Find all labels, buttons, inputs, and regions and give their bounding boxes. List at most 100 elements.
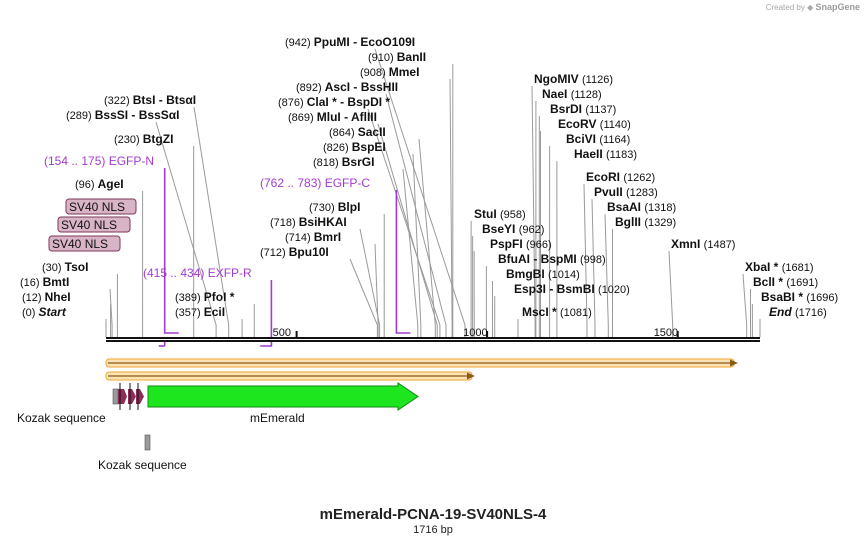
site-label-19[interactable]: (892) AscI - BssHII [296, 80, 398, 94]
site-label-28-part-b: (1020) [598, 284, 630, 296]
site-label-43[interactable]: BsaBI * (1696) [761, 290, 838, 304]
sv40-nls-arrow-2[interactable] [128, 389, 136, 404]
site-leader-line-36 [583, 183, 588, 337]
site-leader-line-38 [604, 213, 609, 337]
site-label-41-part-b: (1681) [782, 262, 814, 274]
site-label-13[interactable]: (730) BlpI [309, 200, 360, 214]
site-label-14-part-a: (818) [313, 157, 342, 169]
site-label-39-part-a: BglII [615, 215, 644, 229]
site-leader-line-15 [412, 153, 422, 337]
site-label-33-part-b: (1140) [600, 119, 631, 131]
site-label-25[interactable]: PspFI (966) [490, 237, 552, 251]
site-label-21[interactable]: (910) BanII [368, 50, 426, 64]
primer-range-2: (762 .. 783) [260, 176, 325, 190]
site-label-44[interactable]: End (1716) [769, 305, 827, 319]
site-label-23[interactable]: StuI (958) [474, 207, 526, 221]
site-label-16[interactable]: (864) SacII [329, 125, 386, 139]
site-label-36-part-b: (1262) [623, 172, 655, 184]
site-leader-line-17 [377, 123, 438, 337]
site-label-37[interactable]: PvuII (1283) [594, 185, 658, 199]
site-label-0[interactable]: (0) Start [22, 305, 67, 319]
site-label-25-part-b: (966) [526, 239, 552, 251]
site-label-19-part-a: (892) [296, 82, 325, 94]
site-label-31-part-b: (1128) [571, 89, 602, 101]
mEmerald-label: mEmerald [250, 411, 305, 425]
site-label-8[interactable]: (357) EciI [175, 305, 225, 319]
site-label-37-part-b: (1283) [626, 187, 658, 199]
site-leader-line-10 [349, 258, 378, 337]
site-label-36[interactable]: EcoRI (1262) [586, 170, 655, 184]
site-label-7[interactable]: (322) BtsI - BtsαI [104, 93, 196, 107]
site-label-39[interactable]: BglII (1329) [615, 215, 676, 229]
site-label-1[interactable]: (12) NheI [22, 290, 71, 304]
site-label-37-part-a: PvuII [594, 185, 626, 199]
site-label-33[interactable]: EcoRV (1140) [558, 117, 631, 131]
site-label-3-part-a: (30) [42, 262, 65, 274]
site-label-17[interactable]: (869) MluI - AflIII [288, 110, 377, 124]
site-label-16-part-a: (864) [329, 127, 358, 139]
sv40-nls-tag-2[interactable] [48, 235, 121, 252]
sv40-nls-tag-1[interactable] [57, 216, 131, 233]
site-label-22[interactable]: (942) PpuMI - EcoO109I [285, 35, 415, 49]
site-label-15[interactable]: (826) BspEI [323, 140, 386, 154]
site-leader-line-16 [418, 138, 436, 337]
site-label-2-part-b: BmtI [43, 275, 70, 289]
site-label-42[interactable]: BclI * (1691) [753, 275, 818, 289]
site-label-28[interactable]: Esp3I - BsmBI (1020) [514, 282, 630, 296]
site-label-30[interactable]: NgoMIV (1126) [534, 72, 613, 86]
site-label-22-part-b: PpuMI - EcoO109I [314, 35, 415, 49]
kozak-sequence-box-2[interactable] [144, 434, 151, 451]
site-label-8-part-a: (357) [175, 307, 204, 319]
primer-range-1: (415 .. 434) [143, 266, 208, 280]
primers: (154 .. 175) EGFP-N (415 .. 434) EXFP-R (7… [44, 154, 411, 347]
site-label-41[interactable]: XbaI * (1681) [745, 260, 813, 274]
primer-label-1[interactable]: (415 .. 434) EXFP-R [143, 266, 252, 280]
site-label-5[interactable]: (230) BtgZI [114, 132, 173, 146]
site-label-18[interactable]: (876) ClaI * - BspDI * [278, 95, 390, 109]
site-label-31[interactable]: NaeI (1128) [542, 87, 602, 101]
primer-mark-1 [260, 280, 273, 347]
primer-label-2[interactable]: (762 .. 783) EGFP-C [260, 176, 370, 190]
site-label-14[interactable]: (818) BsrGI [313, 155, 374, 169]
site-label-20[interactable]: (908) MmeI [360, 65, 419, 79]
site-label-7-part-b: BtsI - BtsαI [133, 93, 196, 107]
site-label-10[interactable]: (712) Bpu10I [260, 245, 329, 259]
kozak-sequence-box[interactable] [112, 388, 119, 405]
site-label-38[interactable]: BsaAI (1318) [607, 200, 676, 214]
axis-tick-label-0: 500 [273, 327, 291, 339]
site-label-6[interactable]: (289) BssSI - BssSαI [66, 108, 180, 122]
site-label-38-part-a: BsaAI [607, 200, 644, 214]
site-label-2[interactable]: (16) BmtI [20, 275, 69, 289]
mEmerald-feature-arrow[interactable] [147, 382, 419, 411]
site-label-34[interactable]: BciVI (1164) [566, 132, 630, 146]
site-label-24[interactable]: BseYI (962) [482, 222, 544, 236]
site-label-18-part-a: (876) [278, 97, 307, 109]
site-label-12[interactable]: (718) BsiHKAI [270, 215, 347, 229]
site-label-35[interactable]: HaeII (1183) [574, 147, 637, 161]
orf-2-arrowhead [467, 372, 475, 380]
axis-tick-label-2: 1500 [654, 327, 678, 339]
site-label-13-part-a: (730) [309, 202, 338, 214]
site-label-4-part-b: AgeI [98, 177, 124, 191]
site-label-32[interactable]: BsrDI (1137) [550, 102, 616, 116]
site-label-29-part-b: (1081) [560, 307, 592, 319]
site-leader-line-6 [155, 121, 217, 337]
site-label-4[interactable]: (96) AgeI [75, 177, 124, 191]
site-label-26[interactable]: BfuAI - BspMI (998) [498, 252, 606, 266]
site-label-44-part-b: (1716) [795, 307, 827, 319]
primer-label-0[interactable]: (154 .. 175) EGFP-N [44, 154, 154, 168]
site-label-11[interactable]: (714) BmrI [285, 230, 341, 244]
site-label-34-part-a: BciVI [566, 132, 599, 146]
sv40-nls-arrow-3[interactable] [136, 389, 144, 404]
sv40-nls-tag-0[interactable] [65, 198, 137, 215]
site-leader-line-2 [109, 288, 113, 337]
site-label-12-part-b: BsiHKAI [299, 215, 347, 229]
site-label-8-part-b: EciI [204, 305, 225, 319]
site-label-29[interactable]: MscI * (1081) [522, 305, 592, 319]
site-label-40[interactable]: XmnI (1487) [671, 237, 735, 251]
sv40-nls-arrow-1[interactable] [118, 389, 127, 404]
site-label-27[interactable]: BmgBI (1014) [506, 267, 580, 281]
site-label-40-part-a: XmnI [671, 237, 704, 251]
site-label-3[interactable]: (30) TsoI [42, 260, 88, 274]
site-label-9[interactable]: (389) PfoI * [175, 290, 235, 304]
